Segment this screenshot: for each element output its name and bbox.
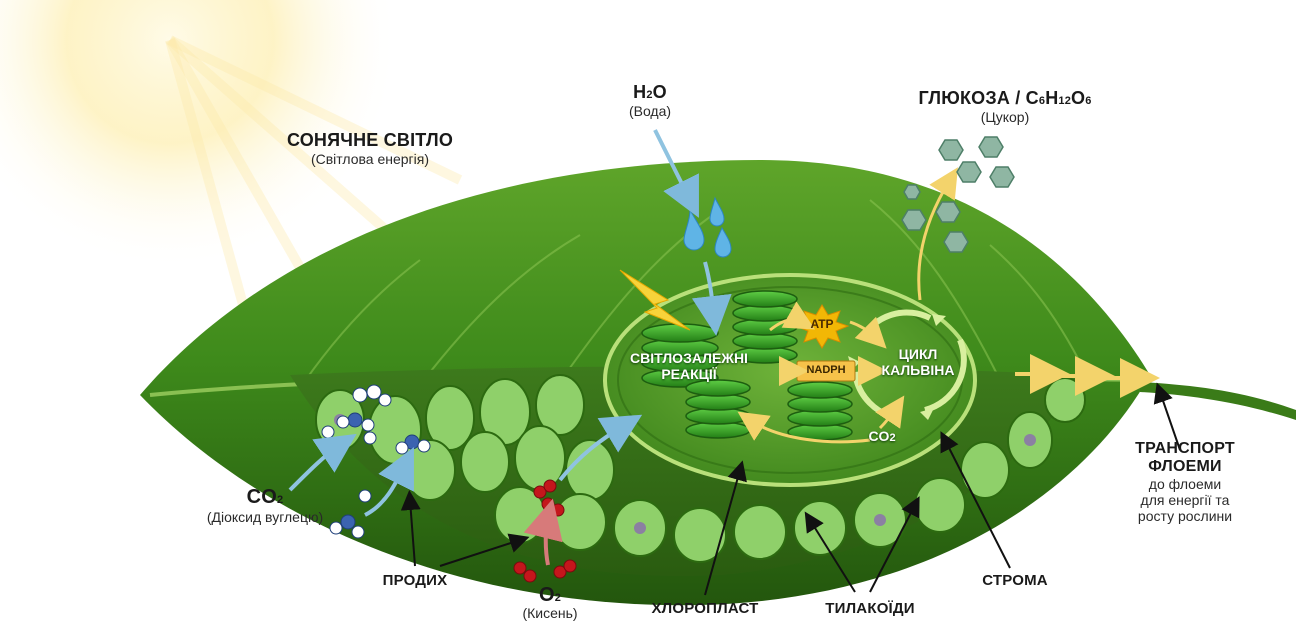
- water-subtitle: (Вода): [610, 103, 690, 119]
- nadph-label: NADPH: [797, 364, 855, 376]
- water-label: H2O (Вода): [610, 82, 690, 119]
- thylakoids-label: ТИЛАКОЇДИ: [815, 600, 925, 617]
- co2-formula: CO2: [180, 486, 350, 509]
- calvin-cycle-label: ЦИКЛ КАЛЬВІНА: [868, 346, 968, 378]
- glucose-label: ГЛЮКОЗА / C6H12O6 (Цукор): [900, 88, 1110, 125]
- stroma-label: СТРОМА: [975, 572, 1055, 589]
- sunlight-subtitle: (Світлова енергія): [270, 151, 470, 167]
- atp-label: ATP: [804, 317, 840, 331]
- water-formula: H2O: [610, 82, 690, 103]
- chloroplast-label: ХЛОРОПЛАСТ: [640, 600, 770, 617]
- oxygen-label: O2 (Кисень): [510, 584, 590, 621]
- sunlight-title: СОНЯЧНЕ СВІТЛО: [270, 130, 470, 151]
- phloem-label: ТРАНСПОРТ ФЛОЕМИ до флоеми для енергії т…: [1100, 440, 1270, 524]
- co2-inner-label: CO2: [852, 428, 912, 444]
- o2-subtitle: (Кисень): [510, 605, 590, 621]
- o2-formula: O2: [510, 584, 590, 607]
- sunlight-label: СОНЯЧНЕ СВІТЛО (Світлова енергія): [270, 130, 470, 167]
- co2-label: CO2 (Діоксид вуглецю): [180, 486, 350, 525]
- glucose-subtitle: (Цукор): [900, 109, 1110, 125]
- co2-subtitle: (Діоксид вуглецю): [180, 509, 350, 525]
- light-reactions-label: СВІТЛОЗАЛЕЖНІ РЕАКЦІЇ: [624, 350, 754, 382]
- stomata-label: ПРОДИХ: [370, 572, 460, 589]
- glucose-formula: ГЛЮКОЗА / C6H12O6: [900, 88, 1110, 109]
